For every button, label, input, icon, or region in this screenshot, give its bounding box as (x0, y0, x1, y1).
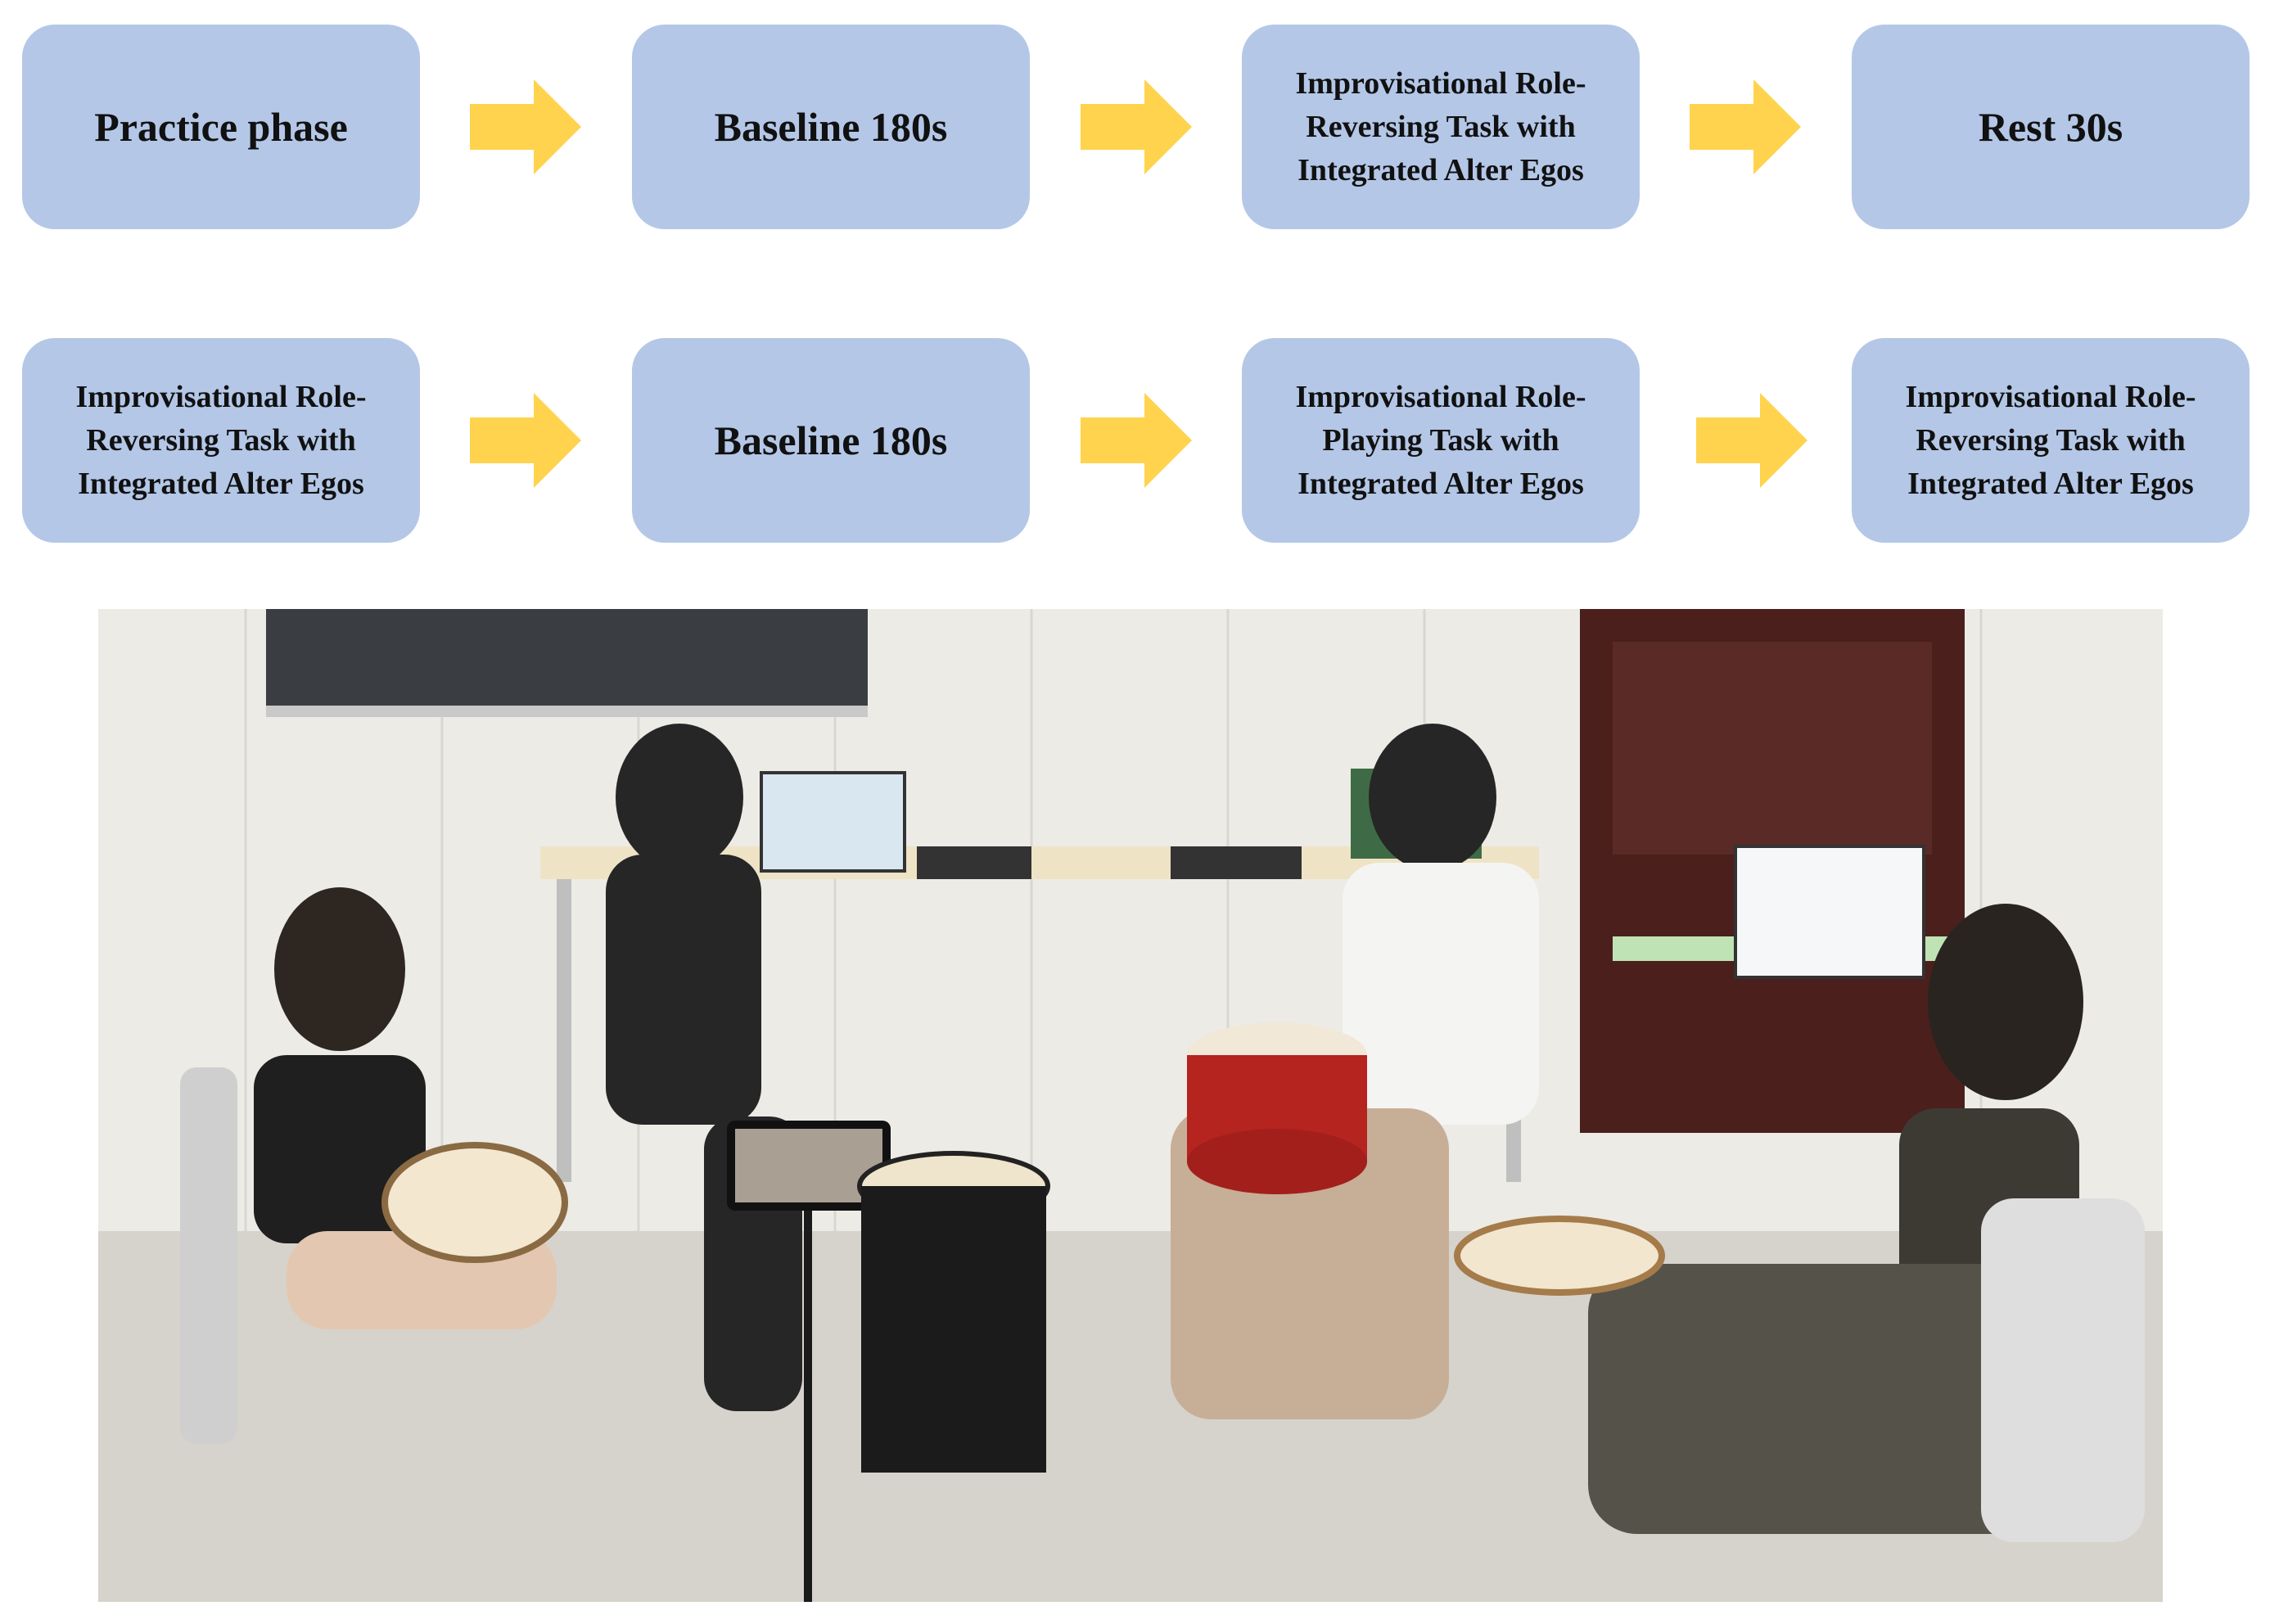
experiment-photo (98, 609, 2163, 1602)
flow-row-1: Practice phase Baseline 180s Improvisati… (0, 25, 2270, 229)
step-baseline-2: Baseline 180s (632, 338, 1030, 543)
step-practice-phase: Practice phase (22, 25, 420, 229)
step-role-reversing-2: Improvisational Role- Reversing Task wit… (22, 338, 420, 543)
step-label: Baseline 180s (714, 104, 948, 150)
step-role-reversing-1: Improvisational Role- Reversing Task wit… (1242, 25, 1640, 229)
step-label: Improvisational Role- Reversing Task wit… (75, 379, 367, 501)
flow-row-2: Improvisational Role- Reversing Task wit… (0, 338, 2270, 543)
step-label: Improvisational Role- Playing Task with … (1295, 379, 1586, 501)
step-role-playing: Improvisational Role- Playing Task with … (1242, 338, 1640, 543)
right-block-arrow-icon (1690, 79, 1801, 174)
step-role-reversing-3: Improvisational Role- Reversing Task wit… (1852, 338, 2250, 543)
right-block-arrow-icon (470, 79, 581, 174)
step-label: Baseline 180s (714, 417, 948, 463)
step-label: Improvisational Role- Reversing Task wit… (1905, 379, 2196, 501)
right-block-arrow-icon (1081, 393, 1192, 488)
right-block-arrow-icon (1081, 79, 1192, 174)
step-label: Rest 30s (1978, 104, 2123, 150)
step-baseline-1: Baseline 180s (632, 25, 1030, 229)
step-rest: Rest 30s (1852, 25, 2250, 229)
step-label: Practice phase (94, 104, 348, 150)
right-block-arrow-icon (470, 393, 581, 488)
right-block-arrow-icon (1696, 393, 1807, 488)
step-label: Improvisational Role- Reversing Task wit… (1295, 65, 1586, 187)
